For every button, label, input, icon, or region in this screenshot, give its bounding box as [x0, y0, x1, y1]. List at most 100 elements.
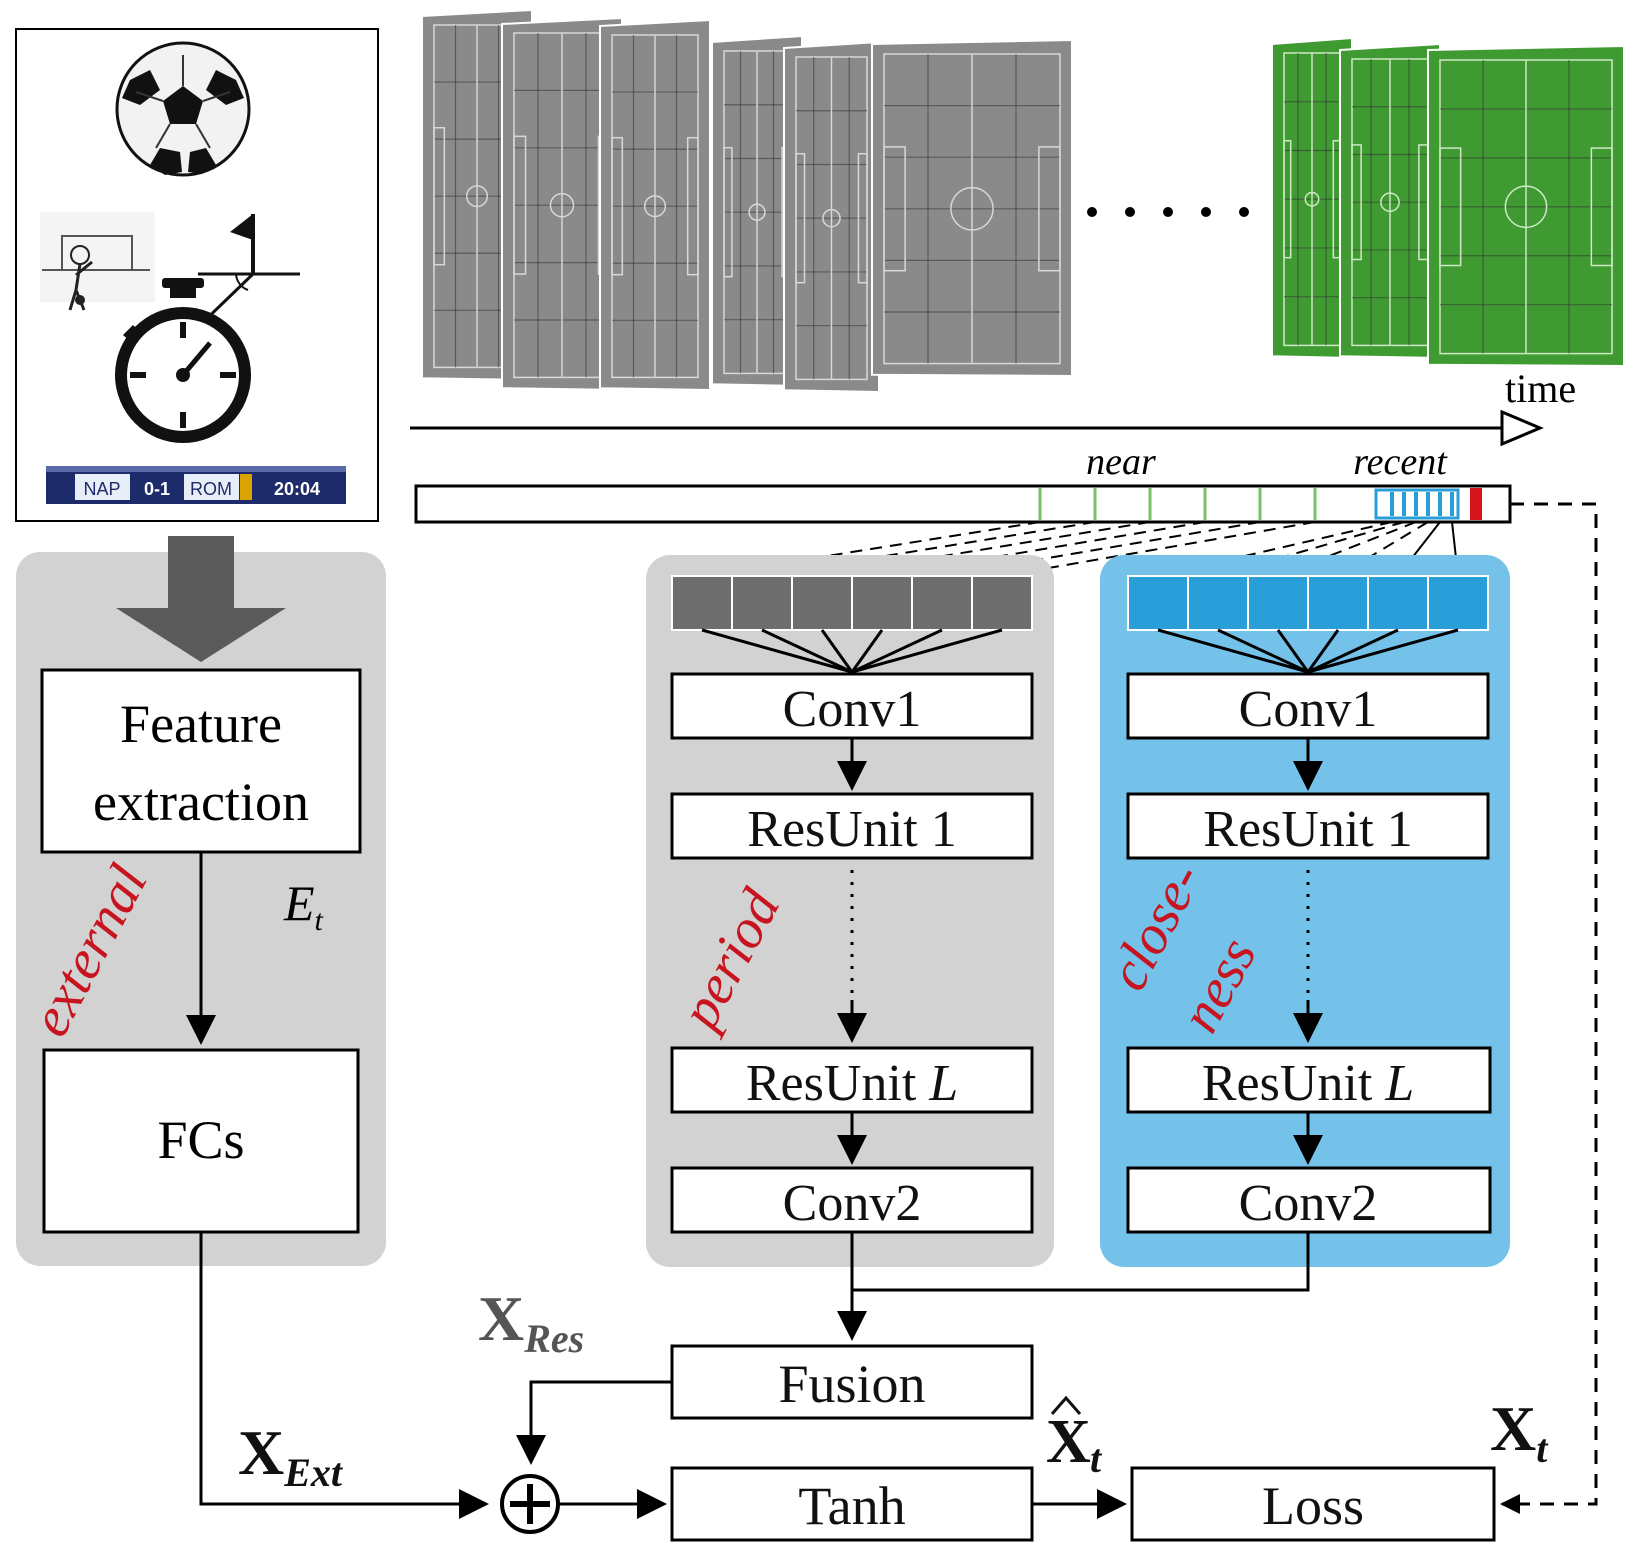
- period-fan-line: [761, 628, 853, 674]
- x-t-label: Xt: [1490, 1393, 1549, 1471]
- x-ext-label: XExt: [238, 1417, 344, 1495]
- period-branch: Conv1 ResUnit 1 ResUnit L Conv2 period: [646, 555, 1054, 1267]
- gray-field-frame: [501, 16, 623, 392]
- green-field-frames: [1271, 36, 1625, 368]
- closeness-input-cell: [1307, 575, 1369, 631]
- near-ticks: [1038, 488, 1317, 520]
- period-input-cell: [851, 575, 913, 631]
- period-conv1-box: [670, 672, 1034, 740]
- closeness-resunit1-box: [1126, 792, 1490, 860]
- closeness-conv1-label: Conv1: [1239, 681, 1378, 738]
- fcs-label: FCs: [157, 1110, 244, 1170]
- score-clock: 20:04: [274, 479, 320, 499]
- closeness-input-cell: [1427, 575, 1489, 631]
- time-label: time: [1505, 366, 1576, 411]
- closeness-fan-line: [1307, 628, 1459, 674]
- recent-label: recent: [1353, 441, 1448, 483]
- period-resunitL-box: [670, 1046, 1034, 1114]
- x-res-label: XRes: [478, 1283, 584, 1361]
- score-team1: NAP: [83, 479, 120, 499]
- period-conv2-label: Conv2: [783, 1175, 922, 1232]
- loss-box: [1130, 1466, 1496, 1542]
- closeness-fan-line: [1276, 629, 1310, 673]
- gray-field-frame: [599, 18, 711, 392]
- period-resunit1-label: ResUnit 1: [747, 801, 956, 858]
- corner-flag-icon: [193, 214, 300, 332]
- period-resunitL-label: ResUnit L: [746, 1055, 958, 1112]
- period-input-cells: [671, 575, 1033, 631]
- feature-extraction-line2: extraction: [93, 772, 309, 832]
- closeness-resunit1-label: ResUnit 1: [1203, 801, 1412, 858]
- period-link: [821, 521, 1151, 577]
- period-input-cell: [731, 575, 793, 631]
- period-input-cell: [791, 575, 853, 631]
- score-team2: ROM: [190, 479, 232, 499]
- closeness-input-cell: [1367, 575, 1429, 631]
- stopwatch-icon: [115, 278, 251, 443]
- closeness-branch: Conv1 ResUnit 1 ResUnit L Conv2 close- n…: [1097, 555, 1510, 1267]
- closeness-fan-line: [1306, 629, 1340, 673]
- fusion-label: Fusion: [778, 1354, 925, 1414]
- current-frame-marker: [1470, 488, 1482, 520]
- fusion-flow: Fusion XRes XExt Tanh X t Loss: [199, 502, 1598, 1542]
- period-input-cell: [671, 575, 733, 631]
- period-fan-line: [851, 628, 943, 674]
- context-image: NAP 0-1 ROM 20:04: [15, 28, 379, 522]
- period-resunit1-box: [670, 792, 1034, 860]
- closeness-conv2-box: [1126, 1166, 1492, 1234]
- green-field-frame: [1271, 36, 1353, 360]
- sum-operator-icon: [500, 1474, 560, 1534]
- e-t-label: Et: [283, 875, 324, 937]
- gray-field-frame: [783, 40, 880, 394]
- fusion-box: [670, 1344, 1034, 1420]
- period-link: [881, 521, 1206, 577]
- green-field-frame: [1339, 42, 1441, 360]
- soccer-ball-icon: [115, 41, 251, 177]
- big-down-arrow-icon: [116, 536, 286, 662]
- period-fan-lines: [701, 628, 1003, 674]
- closeness-fan-line: [1307, 628, 1399, 674]
- green-field-frame: [1427, 44, 1625, 368]
- closeness-fan-lines: [1157, 628, 1459, 674]
- near-label: near: [1086, 441, 1156, 483]
- period-link: [1001, 521, 1316, 577]
- period-fan-line: [820, 629, 854, 673]
- closeness-fan-line: [1217, 628, 1309, 674]
- tanh-label: Tanh: [798, 1476, 905, 1536]
- closeness-conv1-box: [1126, 672, 1490, 740]
- closeness-resunitL-box: [1126, 1046, 1492, 1114]
- closeness-input-cell: [1187, 575, 1249, 631]
- period-input-cell: [971, 575, 1033, 631]
- x-hat-label: X t: [1046, 1395, 1103, 1481]
- fcs-box: [42, 1048, 360, 1234]
- closeness-conv2-label: Conv2: [1239, 1175, 1378, 1232]
- closeness-input-cell: [1127, 575, 1189, 631]
- x-hat-main: X: [1046, 1408, 1091, 1476]
- closeness-resunitL-label: ResUnit L: [1202, 1055, 1414, 1112]
- period-input-cell: [911, 575, 973, 631]
- ellipsis-dots: [1087, 207, 1249, 217]
- gray-field-frame: [871, 38, 1073, 378]
- external-branch: Feature extraction Et external FCs: [16, 536, 386, 1266]
- gray-field-frames: [421, 8, 1073, 394]
- period-conv1-label: Conv1: [783, 681, 922, 738]
- x-hat-sub: t: [1090, 1436, 1103, 1481]
- recent-ticks: [1390, 492, 1454, 516]
- score-value: 0-1: [144, 479, 170, 499]
- period-panel: [646, 555, 1054, 1267]
- tanh-box: [670, 1466, 1034, 1542]
- loss-label: Loss: [1262, 1476, 1364, 1536]
- timeline-bar: near recent: [414, 441, 1512, 524]
- closeness-fan-line: [1157, 628, 1309, 674]
- feature-extraction-line1: Feature: [120, 694, 282, 754]
- time-arrow: time: [410, 366, 1576, 447]
- period-fan-line: [701, 628, 853, 674]
- period-fan-line: [850, 629, 884, 673]
- period-fan-line: [851, 628, 1003, 674]
- closeness-input-cell: [1247, 575, 1309, 631]
- referee-icon: [40, 212, 155, 311]
- closeness-input-cells: [1127, 575, 1489, 631]
- period-conv2-box: [670, 1166, 1034, 1234]
